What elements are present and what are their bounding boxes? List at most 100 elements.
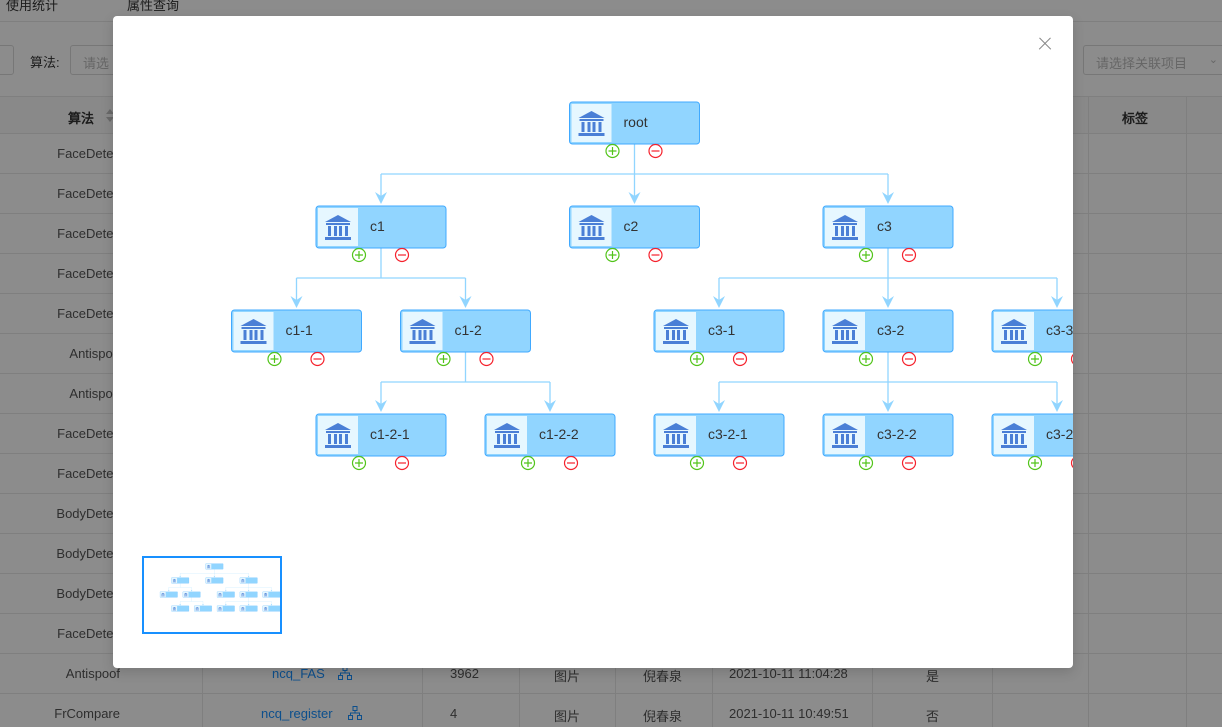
cell-algo: FaceDetec <box>57 626 120 641</box>
add-child-icon[interactable] <box>1027 455 1043 471</box>
edge-arrow <box>459 296 472 308</box>
col-divider <box>1088 374 1089 414</box>
add-child-icon[interactable] <box>1027 351 1043 367</box>
node-icon-bg <box>240 591 246 598</box>
col-divider <box>992 694 993 727</box>
add-child-icon[interactable] <box>858 455 874 471</box>
node-icon-bg <box>318 208 358 246</box>
bank-icon <box>663 423 689 448</box>
tree-node-c1[interactable] <box>171 577 190 584</box>
tree-node-c3-2[interactable] <box>239 591 258 598</box>
cell-dataset-name[interactable]: ncq_FAS <box>272 666 325 681</box>
remove-node-icon[interactable] <box>1070 353 1074 366</box>
tree-node-c2[interactable]: c2 <box>569 205 700 263</box>
add-child-icon[interactable] <box>605 143 620 159</box>
col-divider <box>422 654 423 694</box>
add-child-icon[interactable] <box>267 351 282 367</box>
cell-algo: Antispoof <box>65 666 120 681</box>
bank-icon <box>1001 423 1027 448</box>
tree-node-c3-3[interactable]: c3-3 <box>991 309 1074 367</box>
add-child-icon[interactable] <box>520 455 536 471</box>
node-icon-bg <box>183 591 189 598</box>
tree-node-c3[interactable] <box>239 577 258 584</box>
tree-node-root[interactable] <box>205 563 224 570</box>
cell-algo: FaceDetec <box>57 146 120 161</box>
nav-item-usage-stats[interactable]: 使用统计 <box>6 0 59 13</box>
add-child-icon[interactable] <box>436 351 451 367</box>
cell-type: 图片 <box>554 669 581 684</box>
tree-node-c1-1[interactable] <box>159 591 178 598</box>
tree-node-c1-2[interactable]: c1-2 <box>400 309 531 367</box>
add-child-icon[interactable] <box>351 455 367 471</box>
tree-graph: root c1 c2 c3 c1-1 c1-2 c3-1 c3-2 c3-3 c1-2-1 c1-2… <box>231 101 1074 471</box>
add-child-icon[interactable] <box>689 455 705 471</box>
remove-node-icon[interactable] <box>901 351 917 367</box>
tree-node-c1-2[interactable] <box>182 591 201 598</box>
project-select[interactable]: 请选择关联项目 ⌄ <box>1083 45 1222 75</box>
bank-icon <box>218 606 222 611</box>
remove-node-icon[interactable] <box>563 455 579 471</box>
header-algo[interactable]: 算法 <box>68 111 95 126</box>
remove-node-icon[interactable] <box>732 351 748 367</box>
tree-node-c3-1[interactable] <box>216 591 235 598</box>
cell-dataset-name[interactable]: ncq_register <box>261 706 333 721</box>
remove-node-icon[interactable] <box>648 143 663 159</box>
node-label: c3-2-3 <box>1046 426 1073 442</box>
add-child-icon[interactable] <box>858 247 874 263</box>
tree-node-c3-2[interactable]: c3-2 <box>822 309 954 367</box>
tree-edge <box>180 597 204 606</box>
remove-node-icon[interactable] <box>732 455 748 471</box>
tree-node-c2[interactable] <box>205 577 224 584</box>
add-child-icon[interactable] <box>689 351 705 367</box>
col-divider <box>1088 654 1089 694</box>
tree-node-root[interactable]: root <box>569 101 700 159</box>
col-divider <box>872 694 873 727</box>
tree-node-c3-2-3[interactable]: c3-2-3 <box>991 413 1074 471</box>
remove-node-icon[interactable] <box>1070 457 1074 470</box>
sort-icon[interactable] <box>106 109 114 123</box>
tree-node-c3-2-1[interactable] <box>216 605 235 612</box>
bank-icon <box>172 606 177 611</box>
bank-icon <box>241 606 245 611</box>
remove-node-icon[interactable] <box>901 247 917 263</box>
tree-node-c3-2-2[interactable]: c3-2-2 <box>822 413 954 471</box>
tree-edge <box>380 144 889 202</box>
tree-structure-icon[interactable] <box>348 706 362 720</box>
tree-node-c1[interactable]: c1 <box>315 205 447 263</box>
tree-edge <box>168 583 192 592</box>
remove-node-icon[interactable] <box>394 455 410 471</box>
remove-node-icon[interactable] <box>901 455 917 471</box>
tree-node-c1-2-2[interactable] <box>194 605 212 612</box>
tree-node-c3[interactable]: c3 <box>822 205 954 263</box>
remove-node-icon[interactable] <box>479 351 494 367</box>
col-divider <box>519 654 520 694</box>
tree-structure-icon[interactable] <box>338 666 352 680</box>
edge-arrow <box>375 192 387 204</box>
cell-algo: Antispoo <box>69 346 120 361</box>
tree-node-c3-2-1[interactable]: c3-2-1 <box>653 413 785 471</box>
filter-input-stub[interactable] <box>0 45 14 75</box>
bank-icon <box>578 111 605 136</box>
tree-node-c3-2-3[interactable] <box>262 605 281 612</box>
tree-node-c1-2-1[interactable]: c1-2-1 <box>315 413 447 471</box>
remove-node-icon[interactable] <box>648 247 663 263</box>
add-child-icon[interactable] <box>858 351 874 367</box>
bank-icon <box>184 592 188 597</box>
add-child-icon[interactable] <box>351 247 367 263</box>
add-child-icon[interactable] <box>605 247 620 263</box>
tree-node-c1-1[interactable]: c1-1 <box>231 309 362 367</box>
remove-node-icon[interactable] <box>310 351 325 367</box>
tree-edge <box>380 352 551 410</box>
node-icon-bg <box>994 312 1034 350</box>
tree-node-c1-2-1[interactable] <box>171 605 190 612</box>
tree-node-c3-1[interactable]: c3-1 <box>653 309 785 367</box>
tree-node-c1-2-2[interactable]: c1-2-2 <box>484 413 616 471</box>
tree-node-c3-2-2[interactable] <box>239 605 258 612</box>
col-divider <box>1186 134 1187 174</box>
minimap[interactable] <box>142 556 282 634</box>
remove-node-icon[interactable] <box>394 247 410 263</box>
tree-node-c3-3[interactable] <box>262 591 281 598</box>
nav-item-attribute-query[interactable]: 属性查询 <box>127 0 180 13</box>
